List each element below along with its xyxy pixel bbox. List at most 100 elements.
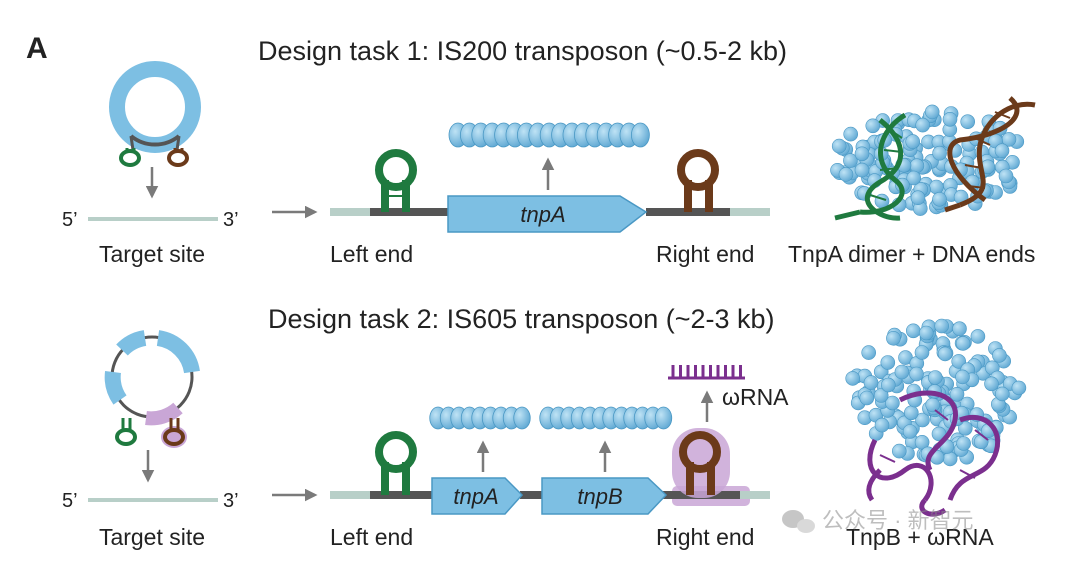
protein-bead — [865, 118, 881, 134]
task2-gene-b-label: tnpB — [577, 484, 622, 509]
protein-bead — [906, 170, 922, 186]
task1-tnpA-protein — [448, 122, 650, 148]
task2-left-hairpin — [375, 431, 417, 495]
protein-bead — [843, 153, 858, 168]
task1-target-label: Target site — [99, 241, 205, 267]
watermark-text: 公众号 · 新智元 — [822, 508, 974, 533]
task2-strand3: 3’ — [223, 490, 239, 512]
protein-bead — [905, 323, 921, 339]
protein-bead — [934, 318, 950, 334]
protein-bead — [880, 377, 896, 393]
task2-tnpA-gene: tnpA — [431, 477, 524, 515]
protein-bead — [861, 345, 877, 360]
task1-right-hairpin — [677, 149, 719, 212]
task2-gene-a-label: tnpA — [453, 484, 498, 509]
protein-bead — [915, 412, 930, 428]
protein-bead — [859, 390, 875, 406]
task2-title: Design task 2: IS605 transposon (~2-3 kb… — [268, 304, 775, 334]
task2-structure-label: TnpB + ωRNA — [846, 524, 994, 550]
protein-bead — [843, 126, 859, 142]
task2-tnpB-gene: tnpB — [541, 477, 668, 515]
task1-left-label: Left end — [330, 241, 413, 267]
brown-dna-helix — [944, 96, 1036, 213]
protein-bead — [949, 386, 965, 402]
protein-bead — [998, 168, 1014, 184]
task2-right-label: Right end — [656, 524, 754, 550]
protein-bead — [863, 375, 879, 390]
protein-bead — [831, 138, 847, 154]
protein-bead — [910, 190, 926, 205]
protein-bead — [914, 345, 930, 360]
protein-bead — [942, 112, 958, 127]
protein-bead — [854, 162, 870, 178]
task1-structure-label: TnpA dimer + DNA ends — [788, 241, 1035, 267]
protein-bead — [905, 134, 921, 149]
task1-plasmid-left-hairpin — [119, 148, 141, 167]
protein-bead — [932, 145, 947, 161]
protein-bead — [918, 325, 934, 341]
panel-letter: A — [26, 32, 48, 65]
protein-bead — [915, 117, 931, 133]
protein-bead — [902, 424, 918, 439]
protein-bead — [909, 366, 924, 382]
task2-plasmid — [104, 330, 200, 448]
protein-bead — [952, 321, 967, 337]
task2-plasmid-left-hairpin — [115, 418, 137, 446]
protein-bead — [932, 192, 947, 207]
task1-structure — [830, 96, 1036, 221]
protein-bead — [631, 122, 650, 148]
task2-target-label: Target site — [99, 524, 205, 550]
task2-left-label: Left end — [330, 524, 413, 550]
task1-plasmid — [109, 61, 201, 167]
protein-bead — [909, 158, 925, 173]
protein-bead — [886, 330, 901, 346]
protein-bead — [942, 451, 958, 467]
protein-bead — [955, 336, 971, 351]
task1-right-label: Right end — [656, 241, 754, 267]
task2-right-hairpin — [672, 428, 730, 498]
protein-bead — [885, 395, 900, 411]
protein-bead — [880, 355, 896, 370]
task1-title: Design task 1: IS200 transposon (~0.5-2 … — [258, 36, 787, 66]
protein-bead — [951, 354, 967, 369]
task2-construct: tnpA tnpB — [330, 428, 770, 515]
task2-tnpB-protein — [539, 406, 673, 430]
protein-bead — [854, 146, 870, 162]
watermark: 公众号 · 新智元 — [782, 508, 974, 533]
task1-gene-label: tnpA — [520, 202, 565, 227]
protein-bead — [1011, 380, 1027, 396]
protein-bead — [992, 348, 1007, 363]
task1-tnpA-gene: tnpA — [447, 195, 648, 233]
protein-bead — [970, 329, 986, 344]
protein-bead — [845, 371, 861, 386]
protein-bead — [654, 406, 673, 430]
protein-bead — [960, 114, 976, 129]
protein-bead — [838, 167, 854, 182]
protein-bead — [994, 143, 1010, 158]
protein-bead — [927, 370, 943, 385]
task1-plasmid-right-hairpin — [167, 148, 189, 167]
task2-rna-label: ωRNA — [722, 384, 789, 410]
protein-bead — [903, 405, 919, 421]
tnpB-protein — [845, 318, 1027, 467]
task1-strand3: 3’ — [223, 209, 239, 231]
protein-bead — [956, 436, 971, 451]
task2-structure — [845, 318, 1027, 517]
protein-bead — [894, 364, 910, 380]
task1-construct: tnpA — [330, 149, 770, 233]
omega-rna-comb — [668, 365, 745, 380]
green-dna-helix — [834, 112, 907, 221]
protein-bead — [874, 417, 890, 433]
protein-bead — [955, 369, 970, 385]
protein-bead — [994, 386, 1010, 402]
task2-tnpA-protein — [429, 406, 531, 430]
protein-bead — [513, 406, 531, 430]
omega-rna-structure — [866, 390, 1001, 517]
protein-bead — [873, 388, 889, 403]
protein-bead — [924, 104, 940, 120]
protein-bead — [929, 179, 944, 195]
task1-strand5: 5’ — [62, 209, 78, 231]
task1-left-hairpin — [375, 149, 417, 212]
